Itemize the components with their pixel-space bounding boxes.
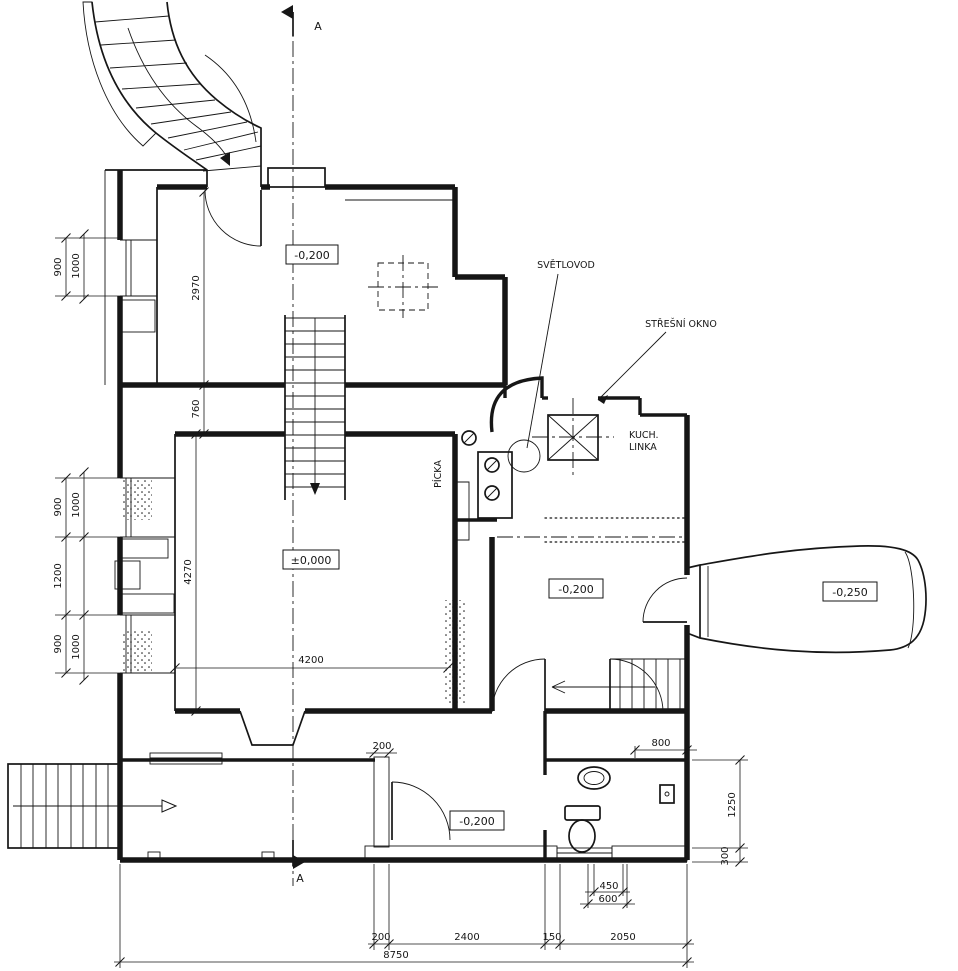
- label-kuch-1: KUCH.: [629, 430, 659, 441]
- post: [147, 851, 161, 862]
- dim-900-top: 900: [53, 257, 64, 276]
- toilet-bowl: [568, 819, 596, 853]
- new-wall: [373, 756, 390, 848]
- door-swing-arc: [204, 189, 262, 247]
- main-room: [114, 385, 470, 760]
- door-swing-arc: [391, 781, 451, 841]
- window-niche: [122, 480, 152, 520]
- dim-1000-top: 1000: [71, 253, 82, 278]
- level-veranda: -0,200: [459, 815, 494, 828]
- veranda-and-bathroom: [117, 711, 690, 863]
- masonry-pier: [121, 538, 169, 559]
- dim-450: 450: [599, 881, 618, 892]
- masonry-stove: [477, 451, 513, 519]
- dim-2970: 2970: [191, 275, 202, 300]
- flue-access: [461, 430, 477, 446]
- wall-recess: [114, 560, 141, 590]
- stair-direction-arrow: [310, 483, 320, 495]
- window: [556, 847, 613, 860]
- section-marker-top-icon: [281, 5, 293, 19]
- level-box-dining: [548, 578, 604, 599]
- section-letter-bottom: A: [296, 872, 304, 885]
- dim-2400: 2400: [454, 932, 479, 943]
- flue-access: [484, 485, 500, 501]
- dim-900-low: 900: [53, 634, 64, 653]
- leader-lines: [526, 273, 667, 449]
- door-swing-arc: [642, 577, 688, 623]
- level-main: ±0,000: [291, 554, 332, 567]
- door-swing-arc: [491, 658, 546, 713]
- post: [261, 851, 275, 862]
- dim-4270: 4270: [183, 559, 194, 584]
- dim-200-bottom: 200: [371, 932, 390, 943]
- ramp-texture: [445, 600, 465, 703]
- dim-600: 600: [598, 894, 617, 905]
- level-box-terrace: [822, 581, 878, 602]
- dim-1000-mid: 1000: [71, 492, 82, 517]
- terrace: [686, 545, 927, 654]
- fixture: [659, 784, 675, 804]
- fireplace: [239, 710, 306, 746]
- level-box-main: [282, 549, 340, 570]
- chimney: [267, 167, 326, 188]
- wall-niche: [455, 481, 470, 541]
- exterior-stair-top: [82, 1, 262, 385]
- dim-200-wall: 200: [372, 741, 391, 752]
- toilet-tank: [564, 805, 601, 821]
- level-dining: -0,200: [558, 583, 593, 596]
- dim-4200: 4200: [298, 655, 323, 666]
- dim-2050: 2050: [610, 932, 635, 943]
- dim-1200: 1200: [53, 563, 64, 588]
- dim-1000-low: 1000: [71, 634, 82, 659]
- upper-room: [117, 167, 508, 388]
- dim-300: 300: [720, 846, 731, 865]
- door-swing-arc: [609, 658, 664, 713]
- dimensions: [55, 187, 748, 968]
- masonry-pier: [121, 593, 175, 614]
- skylight-circle: [507, 439, 541, 473]
- masonry-pier: [121, 299, 156, 333]
- label-kuch-2: LINKA: [629, 442, 657, 453]
- stair-direction-arrow: [220, 152, 230, 166]
- flue-access: [484, 457, 500, 473]
- level-upper: -0,200: [294, 249, 329, 262]
- window-niche: [122, 630, 152, 673]
- dim-800: 800: [651, 738, 670, 749]
- label-picka: PÍCKA: [432, 460, 444, 488]
- label-svetlovod: SVĚTLOVOD: [537, 259, 595, 271]
- dim-760: 760: [191, 399, 202, 418]
- label-stresni-okno: STŘEŠNÍ OKNO: [645, 318, 717, 330]
- dim-900-mid: 900: [53, 497, 64, 516]
- stair-direction-arrow: [161, 799, 178, 813]
- level-terrace: -0,250: [832, 586, 867, 599]
- dim-1250: 1250: [727, 792, 738, 817]
- window: [149, 752, 223, 765]
- dining-room: [455, 577, 688, 714]
- dim-8750: 8750: [383, 950, 408, 961]
- level-box-upper: [285, 244, 339, 265]
- section-letter-top: A: [314, 20, 322, 33]
- dim-150: 150: [542, 932, 561, 943]
- level-box-veranda: [449, 810, 505, 831]
- washbasin: [577, 766, 611, 790]
- exterior-stair-bottom: [7, 763, 178, 849]
- interior-stair: [284, 315, 346, 500]
- kitchen-wing: [455, 376, 690, 711]
